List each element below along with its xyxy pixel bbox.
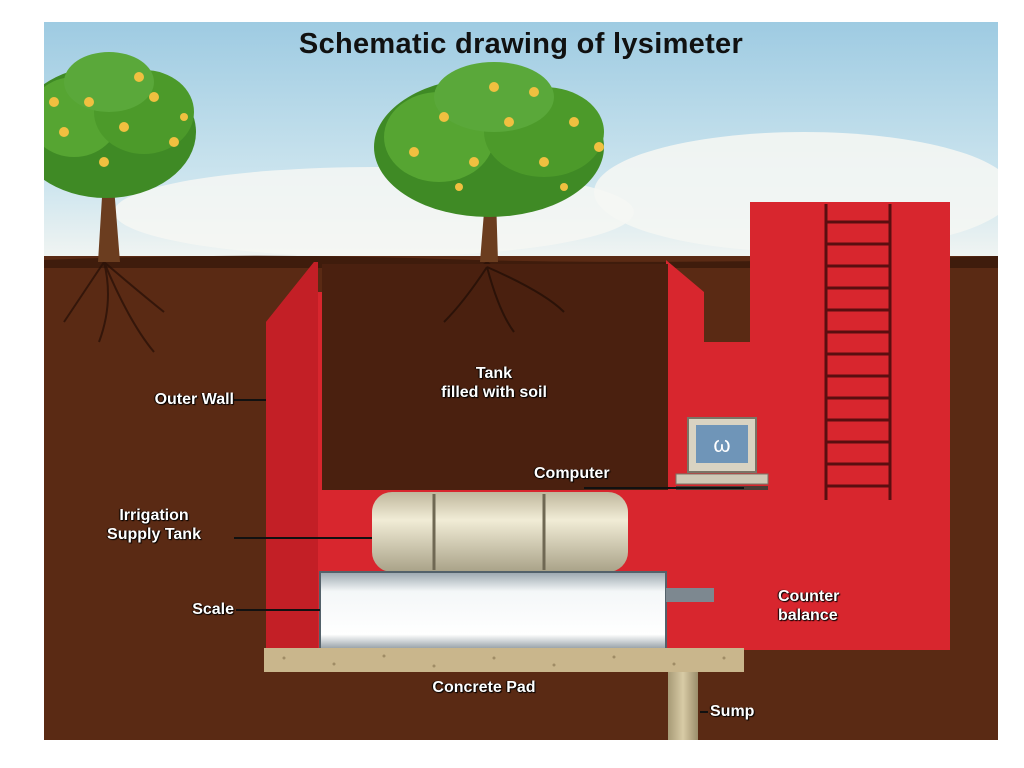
svg-text:ω: ω xyxy=(713,432,730,457)
lysimeter-diagram: ω Sc xyxy=(44,22,998,740)
label-sump: Sump xyxy=(710,703,755,720)
label-concrete-pad: Concrete Pad xyxy=(432,679,536,696)
label-outer-wall: Outer Wall xyxy=(154,391,234,408)
tree-middle xyxy=(374,62,604,262)
sump xyxy=(668,672,698,740)
concrete-speckles xyxy=(282,654,726,668)
irrigation-tank xyxy=(372,492,628,572)
label-scale: Scale xyxy=(192,601,234,618)
diagram-title: Schematic drawing of lysimeter xyxy=(298,28,744,60)
label-counter-balance: Counter balance xyxy=(778,588,840,624)
label-computer: Computer xyxy=(534,465,610,482)
diagram-drawing: ω xyxy=(44,22,998,740)
concrete-pad xyxy=(264,648,744,672)
label-tank: Tank filled with soil xyxy=(441,365,547,401)
ladder xyxy=(824,204,892,500)
label-irrigation-supply-tank: Irrigation Supply Tank xyxy=(107,507,201,543)
soil-tank-roots xyxy=(443,266,565,333)
scale xyxy=(319,571,714,651)
tree-left xyxy=(44,52,196,262)
computer-icon: ω xyxy=(675,417,769,490)
soil-tank xyxy=(322,264,668,490)
outer-wall-shadow xyxy=(266,262,318,650)
leader-lines xyxy=(234,399,744,713)
